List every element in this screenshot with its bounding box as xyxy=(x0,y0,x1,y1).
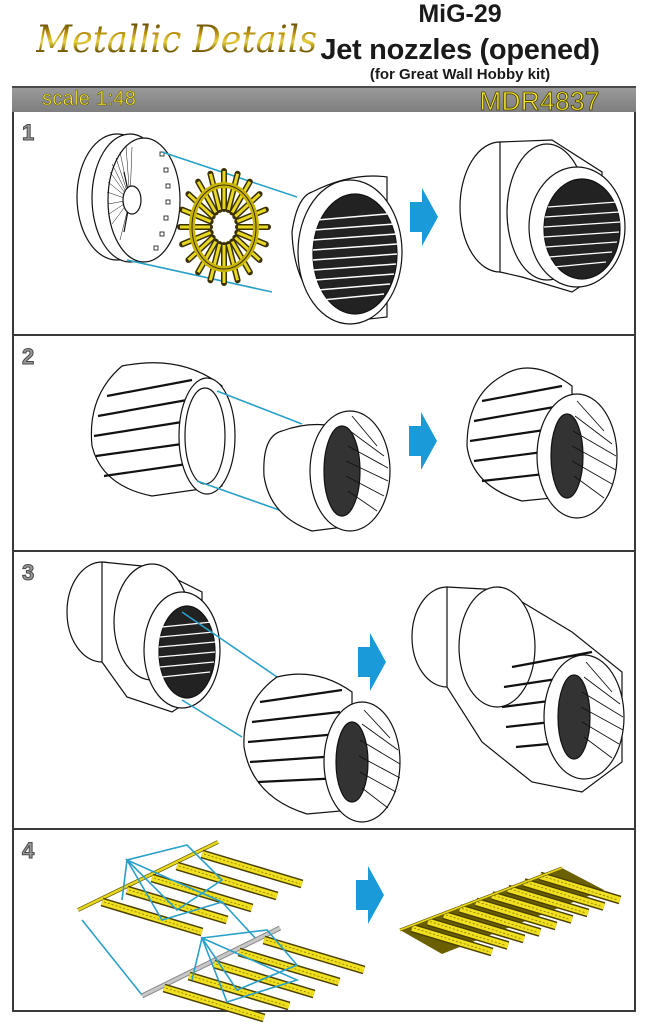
nozzle-core-part xyxy=(76,133,181,263)
kit-note: (for Great Wall Hobby kit) xyxy=(369,66,551,83)
step-number: 4 xyxy=(21,838,35,864)
complete-nozzle-part xyxy=(411,586,625,793)
upper-strip-fret-part xyxy=(77,840,304,996)
step-2-illustration xyxy=(90,362,618,532)
step-number: 3 xyxy=(21,560,35,586)
step-panel-1: 1 xyxy=(12,112,636,334)
arrow-right-icon xyxy=(356,866,384,924)
aircraft-title: MiG-29 xyxy=(418,0,502,28)
photo-etched-ring-part xyxy=(177,168,271,286)
arrow-right-icon xyxy=(409,412,437,470)
panel-divider xyxy=(12,828,636,830)
product-code: MDR4837 xyxy=(479,86,600,117)
panel-divider xyxy=(12,334,636,336)
nozzle-shroud-part xyxy=(291,175,403,325)
step-number: 1 xyxy=(21,120,35,146)
arrow-right-icon xyxy=(410,188,438,246)
inner-nozzle-ring-part xyxy=(263,410,391,532)
outer-flap-shell-part xyxy=(90,362,236,497)
leader-line xyxy=(196,480,283,512)
leader-line xyxy=(126,259,273,293)
assembled-nozzle-part xyxy=(466,367,618,519)
scale-label: scale 1:48 xyxy=(42,88,137,111)
assembled-shroud-part xyxy=(459,139,626,293)
step-panel-3: 3 xyxy=(12,552,636,828)
instruction-frame xyxy=(12,112,636,1012)
nozzle-part xyxy=(243,673,401,823)
step-4-illustration xyxy=(77,840,622,1023)
step-number: 2 xyxy=(21,344,35,370)
leader-line xyxy=(216,390,303,425)
arrow-right-icon xyxy=(358,633,386,691)
step-panel-4: 4 xyxy=(12,830,636,1023)
step-panel-2: 2 xyxy=(12,336,636,550)
brand-logo: Metallic Details xyxy=(36,18,318,61)
product-title: Jet nozzles (opened) xyxy=(320,34,600,66)
shroud-assembly-part xyxy=(66,561,221,713)
step-3-illustration xyxy=(66,561,625,823)
leader-line xyxy=(161,151,298,198)
header: Metallic Details MiG-29 Jet nozzles (ope… xyxy=(0,0,648,86)
lower-strip-fret-part xyxy=(140,925,366,1023)
finished-strip-panel-part xyxy=(399,866,622,957)
leader-line xyxy=(181,699,243,738)
scale-bar: scale 1:48 MDR4837 xyxy=(12,86,636,116)
panel-divider xyxy=(12,550,636,552)
leader-line xyxy=(181,611,278,678)
step-1-illustration xyxy=(76,133,626,325)
